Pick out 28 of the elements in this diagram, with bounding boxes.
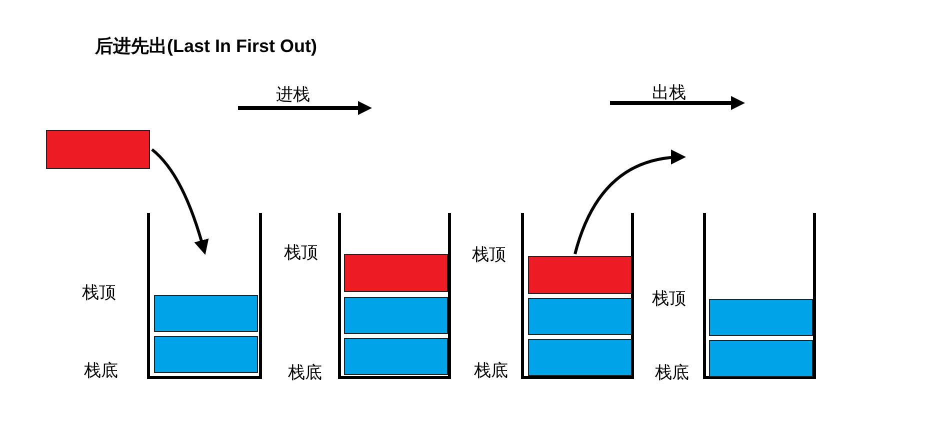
stack-pointer-label: 栈底	[474, 360, 508, 382]
stack-block	[709, 340, 813, 377]
stack-pointer-label: 栈底	[288, 362, 322, 384]
curved-arrow	[151, 148, 208, 255]
stack-pointer-label: 栈顶	[472, 244, 506, 266]
stack-container	[703, 213, 816, 379]
stack-pointer-label: 栈顶	[284, 242, 318, 264]
stack-block	[154, 295, 258, 332]
operation-label: 进栈	[276, 84, 310, 106]
stack-block	[709, 299, 813, 336]
stack-block	[46, 130, 150, 169]
stack-block	[344, 297, 448, 334]
diagram-title: 后进先出(Last In First Out)	[95, 35, 317, 58]
operation-label: 出栈	[652, 82, 686, 104]
curved-arrow	[574, 150, 686, 254]
stack-container	[338, 213, 451, 379]
stack-container	[521, 213, 634, 379]
stack-block	[528, 256, 632, 294]
stack-pointer-label: 栈顶	[652, 288, 686, 310]
stack-pointer-label: 栈底	[655, 362, 689, 384]
stack-pointer-label: 栈底	[84, 360, 118, 382]
stack-pointer-label: 栈顶	[82, 282, 116, 304]
stack-block	[344, 338, 448, 375]
stack-block	[344, 254, 448, 292]
stack-block	[154, 336, 258, 373]
stack-container	[147, 213, 262, 379]
stack-block	[528, 298, 632, 335]
stack-block	[528, 339, 632, 376]
